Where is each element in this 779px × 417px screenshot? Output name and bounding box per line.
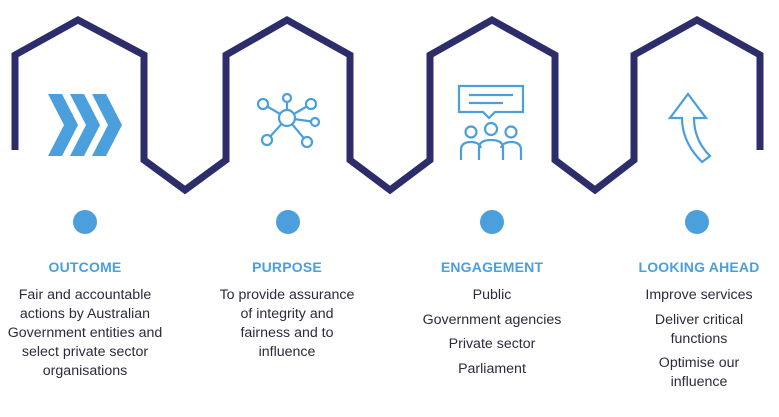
column-description: To provide assurance of integrity and fa… xyxy=(219,287,355,360)
outcome-column: OUTCOME Fair and accountable actions by … xyxy=(0,258,180,381)
purpose-column: PURPOSE To provide assurance of integrit… xyxy=(192,258,382,362)
engagement-column: ENGAGEMENT Public Government agencies Pr… xyxy=(397,258,587,384)
column-description: Fair and accountable actions by Australi… xyxy=(7,287,163,379)
looking-ahead-column: LOOKING AHEAD Improve services Deliver c… xyxy=(599,258,779,398)
column-title: PURPOSE xyxy=(252,259,322,275)
column-title: ENGAGEMENT xyxy=(440,259,544,275)
purpose-dot xyxy=(276,210,300,234)
engagement-dot xyxy=(480,210,504,234)
list-item: Optimise our influence xyxy=(658,355,740,390)
chevrons-right-icon xyxy=(48,94,122,156)
column-title: LOOKING AHEAD xyxy=(638,259,760,275)
column-title: OUTCOME xyxy=(48,259,122,275)
engagement-list: Public Government agencies Private secto… xyxy=(397,286,587,379)
list-item: Government agencies xyxy=(422,311,562,328)
looking-ahead-dot xyxy=(685,210,709,234)
speech-bubble-group-icon xyxy=(457,84,525,160)
list-item: Parliament xyxy=(458,360,526,377)
list-item: Private sector xyxy=(448,336,536,352)
list-item: Improve services xyxy=(645,287,753,303)
outcome-dot xyxy=(73,210,97,234)
network-hub-icon xyxy=(256,92,321,149)
looking-ahead-list: Improve services Deliver critical functi… xyxy=(599,286,779,392)
curved-arrow-up-icon xyxy=(667,92,712,164)
list-item: Deliver critical functions xyxy=(654,311,744,347)
list-item: Public xyxy=(472,287,512,303)
